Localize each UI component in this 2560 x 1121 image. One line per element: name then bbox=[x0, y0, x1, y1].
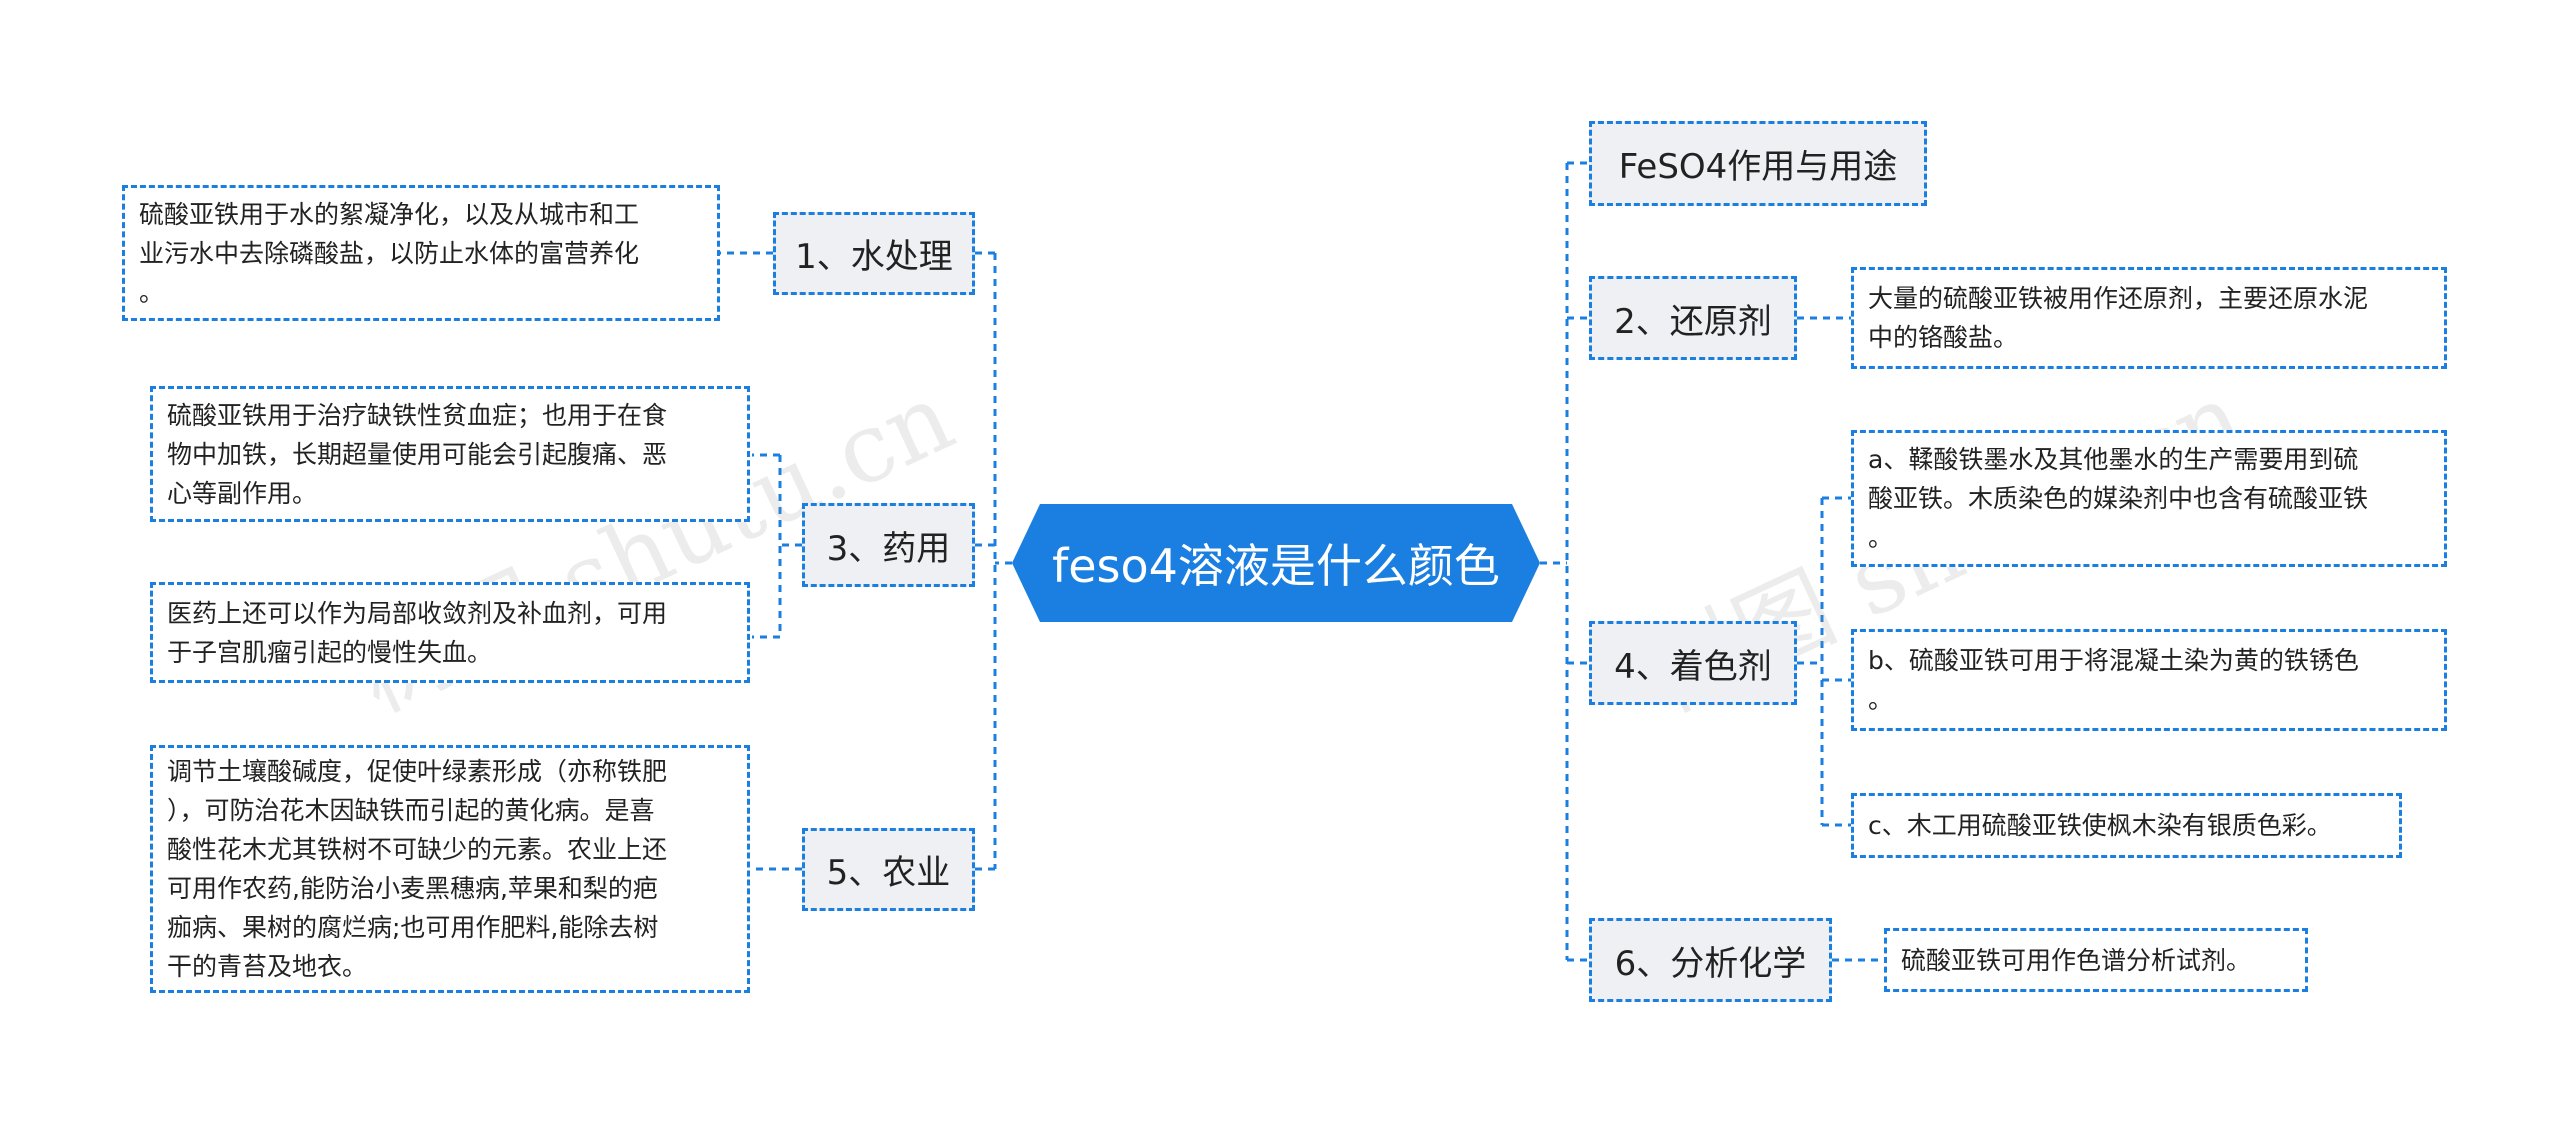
leaf-line: 。 bbox=[139, 277, 165, 307]
leaf-line: 。 bbox=[1868, 685, 1894, 714]
leaf-line: 。 bbox=[1868, 523, 1894, 552]
leaf-colorant-maple[interactable]: c、木工用硫酸亚铁使枫木染有银质色彩。 bbox=[1851, 793, 2402, 858]
leaf-colorant-ink[interactable]: a、鞣酸铁墨水及其他墨水的生产需要用到硫 酸亚铁。木质染色的媒染剂中也含有硫酸亚… bbox=[1851, 430, 2447, 567]
branch-water-treatment[interactable]: 1、水处理 bbox=[773, 212, 975, 295]
leaf-line: 物中加铁，长期超量使用可能会引起腹痛、恶 bbox=[167, 439, 668, 469]
leaf-line: 于子宫肌瘤引起的慢性失血。 bbox=[167, 637, 493, 667]
branch-feso4-uses[interactable]: FeSO4作用与用途 bbox=[1589, 121, 1927, 206]
branch-analytical-chemistry[interactable]: 6、分析化学 bbox=[1589, 918, 1832, 1002]
leaf-line: 业污水中去除磷酸盐，以防止水体的富营养化 bbox=[139, 238, 640, 268]
root-topic[interactable]: feso4溶液是什么颜色 bbox=[1012, 504, 1540, 622]
leaf-line: 硫酸亚铁可用作色谱分析试剂。 bbox=[1901, 945, 2252, 975]
leaf-line: c、木工用硫酸亚铁使枫木染有银质色彩。 bbox=[1868, 811, 2332, 840]
leaf-line: 酸亚铁。木质染色的媒染剂中也含有硫酸亚铁 bbox=[1868, 484, 2369, 513]
leaf-water-treatment[interactable]: 硫酸亚铁用于水的絮凝净化，以及从城市和工 业污水中去除磷酸盐，以防止水体的富营养… bbox=[122, 185, 720, 321]
leaf-line: 痂病、果树的腐烂病;也可用作肥料,能除去树 bbox=[167, 913, 659, 942]
leaf-line: 大量的硫酸亚铁被用作还原剂，主要还原水泥 bbox=[1868, 284, 2369, 313]
leaf-line: 调节土壤酸碱度，促使叶绿素形成（亦称铁肥 bbox=[167, 757, 668, 786]
leaf-medical-astringent[interactable]: 医药上还可以作为局部收敛剂及补血剂，可用 于子宫肌瘤引起的慢性失血。 bbox=[150, 582, 750, 683]
leaf-line: 心等副作用。 bbox=[167, 478, 318, 508]
leaf-line: b、硫酸亚铁可用于将混凝土染为黄的铁锈色 bbox=[1868, 646, 2359, 675]
leaf-medical-anemia[interactable]: 硫酸亚铁用于治疗缺铁性贫血症；也用于在食 物中加铁，长期超量使用可能会引起腹痛、… bbox=[150, 386, 750, 522]
leaf-line: 医药上还可以作为局部收敛剂及补血剂，可用 bbox=[167, 598, 668, 628]
leaf-line: 硫酸亚铁用于水的絮凝净化，以及从城市和工 bbox=[139, 199, 640, 229]
leaf-line: 干的青苔及地衣。 bbox=[167, 952, 368, 981]
leaf-agriculture[interactable]: 调节土壤酸碱度，促使叶绿素形成（亦称铁肥 ），可防治花木因缺铁而引起的黄化病。是… bbox=[150, 745, 750, 993]
leaf-line: ），可防治花木因缺铁而引起的黄化病。是喜 bbox=[167, 796, 655, 825]
branch-medical[interactable]: 3、药用 bbox=[802, 503, 975, 587]
leaf-line: a、鞣酸铁墨水及其他墨水的生产需要用到硫 bbox=[1868, 445, 2359, 474]
leaf-colorant-concrete[interactable]: b、硫酸亚铁可用于将混凝土染为黄的铁锈色 。 bbox=[1851, 629, 2447, 731]
leaf-reducing-agent[interactable]: 大量的硫酸亚铁被用作还原剂，主要还原水泥 中的铬酸盐。 bbox=[1851, 267, 2447, 369]
leaf-line: 可用作农药,能防治小麦黑穗病,苹果和梨的疤 bbox=[167, 874, 658, 903]
leaf-line: 酸性花木尤其铁树不可缺少的元素。农业上还 bbox=[167, 835, 668, 864]
branch-agriculture[interactable]: 5、农业 bbox=[802, 828, 975, 911]
leaf-line: 中的铬酸盐。 bbox=[1868, 323, 2019, 352]
leaf-analytical-chemistry[interactable]: 硫酸亚铁可用作色谱分析试剂。 bbox=[1884, 928, 2308, 992]
branch-reducing-agent[interactable]: 2、还原剂 bbox=[1589, 276, 1797, 360]
branch-colorant[interactable]: 4、着色剂 bbox=[1589, 621, 1797, 705]
leaf-line: 硫酸亚铁用于治疗缺铁性贫血症；也用于在食 bbox=[167, 400, 668, 430]
